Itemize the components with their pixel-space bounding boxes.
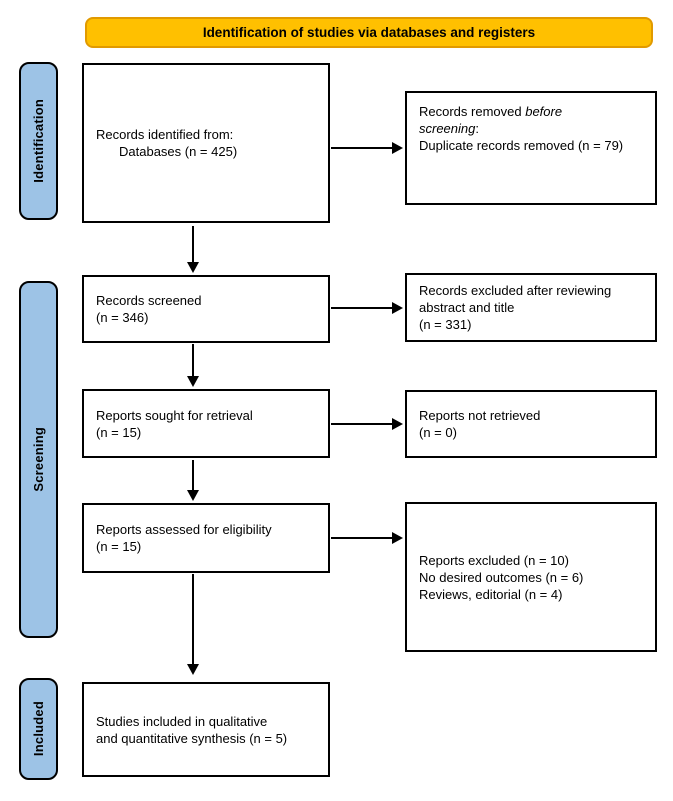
- arrow-sought-to-not-retrieved: [331, 417, 403, 430]
- arrow-shaft: [331, 306, 392, 309]
- arrow-down-icon: [186, 490, 199, 501]
- arrow-identified-to-screened: [186, 226, 199, 273]
- records-removed-detail: Duplicate records removed (n = 79): [419, 138, 624, 153]
- reports-not-retrieved-line1: Reports not retrieved: [419, 408, 541, 423]
- arrow-down-icon: [186, 262, 199, 273]
- box-records-identified: Records identified from: Databases (n = …: [82, 63, 330, 223]
- stage-bar-included: Included: [19, 678, 58, 780]
- records-removed-text: Records removed before screening:: [419, 103, 625, 137]
- reports-excluded-line2: No desired outcomes (n = 6): [419, 569, 584, 585]
- arrow-shaft: [191, 344, 194, 376]
- reports-assessed-line2: (n = 15): [96, 539, 142, 554]
- arrow-right-icon: [392, 531, 403, 544]
- records-removed-italic: before screening: [419, 104, 563, 136]
- arrow-right-icon: [392, 141, 403, 154]
- box-reports-sought: Reports sought for retrieval (n = 15): [82, 389, 330, 458]
- arrow-assessed-to-included: [186, 574, 199, 675]
- arrow-sought-to-assessed: [186, 460, 199, 501]
- records-identified-line2: Databases (n = 425): [119, 144, 238, 159]
- box-records-removed: Records removed before screening: Duplic…: [405, 91, 657, 205]
- records-screened-line2: (n = 346): [96, 310, 149, 325]
- records-excluded-line2: abstract and title: [419, 300, 515, 315]
- studies-included-line2: and quantitative synthesis (n = 5): [96, 730, 288, 746]
- stage-label-screening: Screening: [31, 427, 46, 492]
- reports-assessed-line1: Reports assessed for eligibility: [96, 522, 272, 537]
- arrow-screened-to-sought: [186, 344, 199, 387]
- stage-bar-identification: Identification: [19, 62, 58, 220]
- stage-bar-screening: Screening: [19, 281, 58, 638]
- arrow-shaft: [191, 574, 194, 664]
- stage-label-identification: Identification: [31, 99, 46, 183]
- studies-included-line1: Studies included in qualitative: [96, 713, 268, 729]
- box-reports-excluded: Reports excluded (n = 10) No desired out…: [405, 502, 657, 652]
- records-removed-suffix: :: [475, 121, 479, 136]
- arrow-down-icon: [186, 376, 199, 387]
- arrow-shaft: [191, 226, 194, 262]
- diagram-title-banner: Identification of studies via databases …: [85, 17, 653, 48]
- reports-not-retrieved-line2: (n = 0): [419, 425, 457, 440]
- reports-sought-line1: Reports sought for retrieval: [96, 407, 253, 423]
- records-screened-line1: Records screened: [96, 293, 202, 308]
- arrow-screened-to-excluded: [331, 301, 403, 314]
- box-records-screened: Records screened (n = 346): [82, 275, 330, 343]
- box-studies-included: Studies included in qualitative and quan…: [82, 682, 330, 777]
- arrow-right-icon: [392, 417, 403, 430]
- reports-sought-line2: (n = 15): [96, 424, 142, 440]
- arrow-identified-to-removed: [331, 141, 403, 154]
- reports-excluded-line3: Reviews, editorial (n = 4): [419, 586, 563, 602]
- arrow-shaft: [331, 422, 392, 425]
- diagram-title-text: Identification of studies via databases …: [202, 25, 536, 40]
- arrow-shaft: [331, 146, 392, 149]
- box-records-excluded: Records excluded after reviewing abstrac…: [405, 273, 657, 342]
- box-reports-assessed: Reports assessed for eligibility (n = 15…: [82, 503, 330, 573]
- records-excluded-line3: (n = 331): [419, 317, 472, 332]
- reports-excluded-line1: Reports excluded (n = 10): [419, 552, 569, 568]
- records-removed-prefix: Records removed: [419, 104, 526, 119]
- arrow-shaft: [191, 460, 194, 490]
- arrow-shaft: [331, 536, 392, 539]
- box-reports-not-retrieved: Reports not retrieved (n = 0): [405, 390, 657, 458]
- arrow-down-icon: [186, 664, 199, 675]
- stage-label-included: Included: [31, 701, 46, 757]
- arrow-right-icon: [392, 301, 403, 314]
- records-identified-line1: Records identified from:: [96, 127, 234, 142]
- records-excluded-line1: Records excluded after reviewing: [419, 283, 612, 298]
- arrow-assessed-to-reports-excluded: [331, 531, 403, 544]
